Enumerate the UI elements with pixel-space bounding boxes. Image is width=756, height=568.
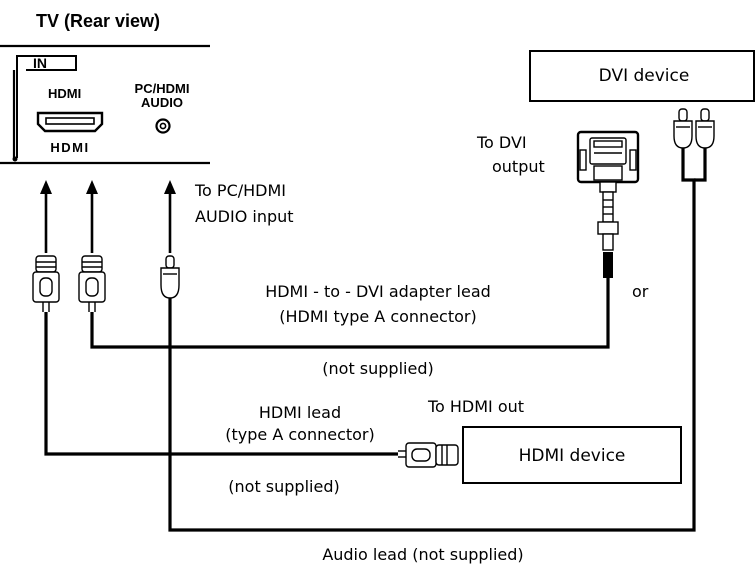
dvi-connector <box>576 130 640 278</box>
dvi-device-label: DVI device <box>599 66 690 86</box>
or-label: or <box>632 282 649 301</box>
hdmi-port-label: HDMI <box>48 86 81 101</box>
hdmi-lead-cable <box>44 312 398 456</box>
hdmi-plug-left <box>32 255 60 312</box>
hdmi-logo-text: HDMI <box>50 140 89 155</box>
hdmi-input-port[interactable] <box>36 111 104 133</box>
to-pc-audio-label-line1: To PC/HDMI <box>194 181 286 200</box>
pc-audio-label-line2: AUDIO <box>141 95 183 110</box>
audio-lead-cable <box>168 146 696 532</box>
hdmi-lead-not-supplied-label: (not supplied) <box>228 477 339 496</box>
adapter-lead-label-line1: HDMI - to - DVI adapter lead <box>265 282 491 301</box>
to-pc-audio-label-line2: AUDIO input <box>195 207 294 226</box>
in-bracket <box>16 55 77 158</box>
adapter-lead-label-line2: (HDMI type A connector) <box>279 307 476 326</box>
hdmi-lead-label-line1: HDMI lead <box>259 403 341 422</box>
rca-plug-right <box>695 108 715 149</box>
arrow-hdmi-lead <box>40 180 52 253</box>
hdmi-device-box <box>462 426 682 484</box>
adapter-not-supplied-label: (not supplied) <box>322 359 433 378</box>
arrow-audio-lead <box>164 180 176 253</box>
pc-audio-label-line1: PC/HDMI <box>135 81 190 96</box>
rca-plug-left <box>673 108 693 149</box>
hdmi-lead-label-line2: (type A connector) <box>225 425 375 444</box>
to-dvi-label-line1: To DVI <box>476 133 527 152</box>
to-hdmi-out-label: To HDMI out <box>427 397 524 416</box>
tv-rear-panel: IN HDMI HDMI PC/HDMI AUDIO <box>0 44 210 165</box>
dvi-device-box <box>529 50 755 102</box>
pc-audio-jack[interactable] <box>155 118 171 134</box>
to-dvi-label-line2: output <box>492 157 545 176</box>
hdmi-plug-middle <box>78 255 106 312</box>
audio-plug-tv <box>160 255 180 299</box>
audio-lead-label: Audio lead (not supplied) <box>322 545 523 564</box>
audio-lead-fork <box>694 146 707 182</box>
tv-title: TV (Rear view) <box>36 11 160 31</box>
adapter-lead-cable <box>90 278 610 349</box>
hdmi-device-label: HDMI device <box>519 446 626 466</box>
hdmi-plug-horizontal <box>398 442 459 468</box>
hdmi-logo: HDMI <box>50 140 89 155</box>
in-label: IN <box>33 55 47 71</box>
arrow-adapter-lead <box>86 180 98 253</box>
